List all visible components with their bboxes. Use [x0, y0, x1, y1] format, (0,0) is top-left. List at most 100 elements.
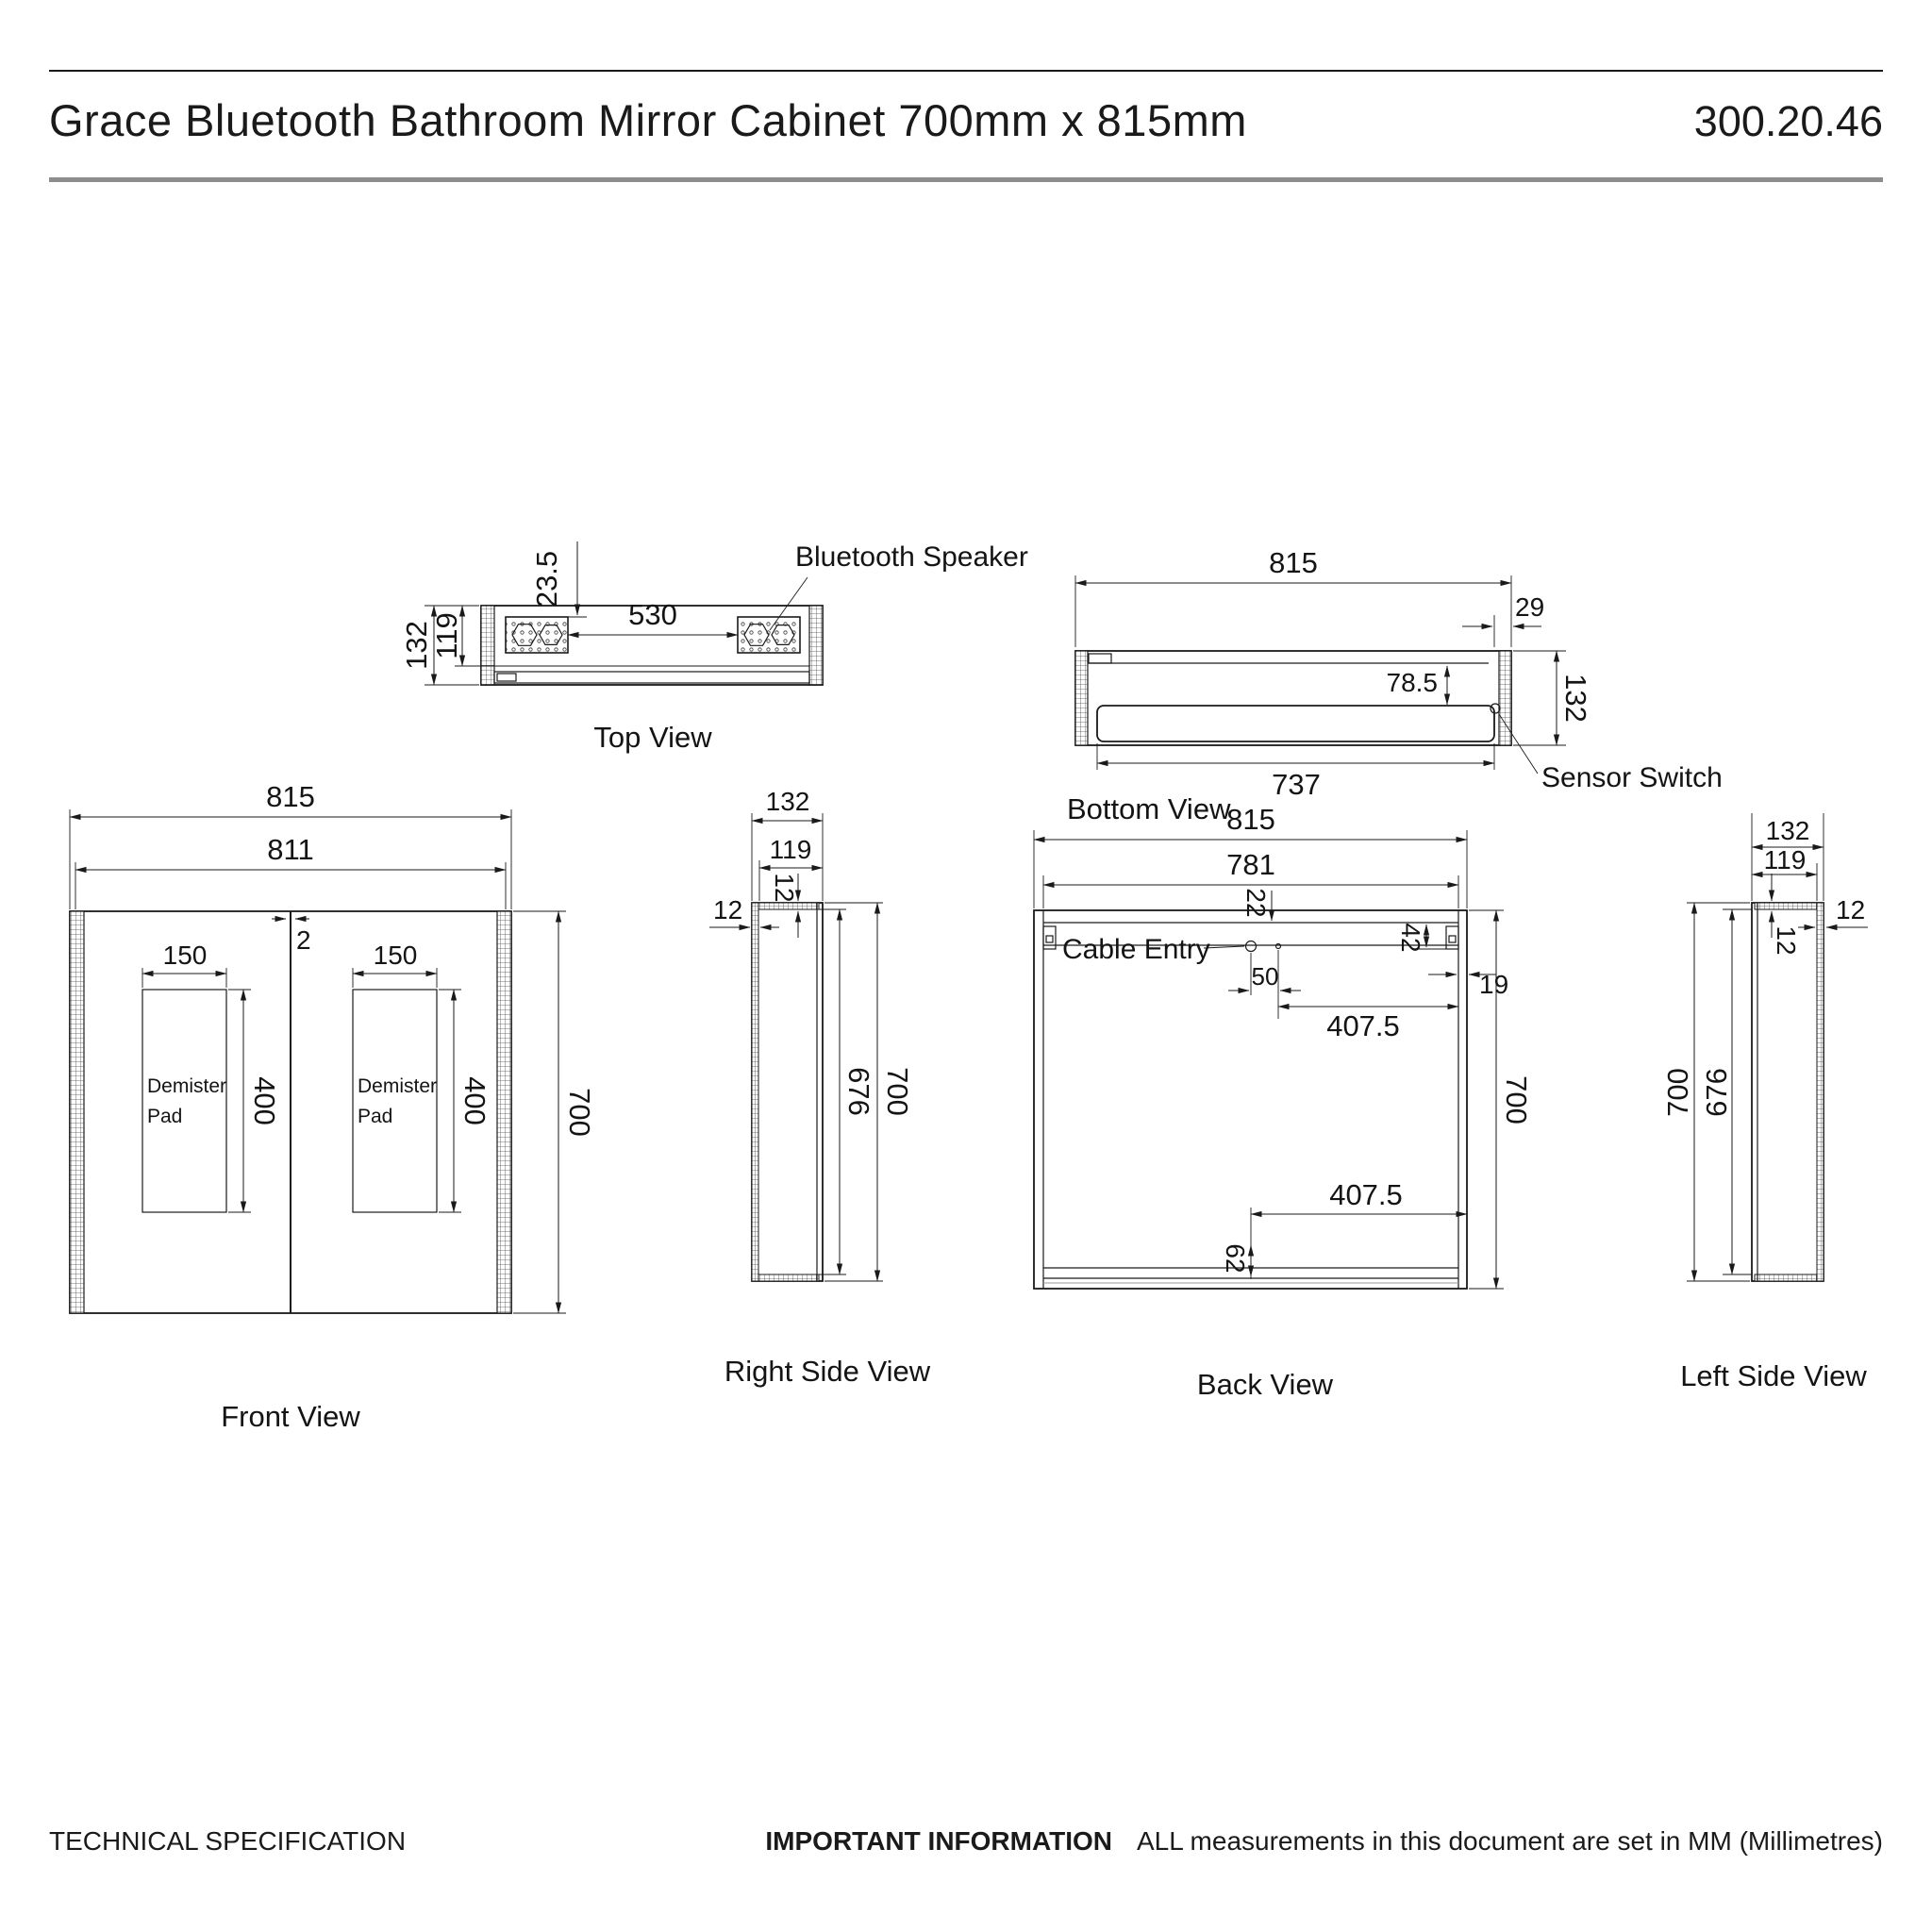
wall-bracket-left	[1042, 925, 1057, 950]
dim-pad-height-right: 400	[458, 1076, 491, 1125]
dim-rail-half-top: 407.5	[1326, 1009, 1400, 1042]
front-view-dimensions: 815 811 2 150 150 400	[69, 780, 596, 1314]
dim-bottom-depth: 132	[1559, 674, 1592, 723]
dim-left-height: 700	[1661, 1068, 1694, 1117]
demister-pad-right-label-2: Pad	[358, 1106, 392, 1127]
right-side-dimensions: 132 119 12 12 676 700	[709, 787, 914, 1282]
dim-top-depth-inner: 119	[430, 612, 463, 658]
right-side-body	[751, 902, 824, 1282]
speaker-grille-right	[737, 616, 801, 654]
dim-left-inner-height: 676	[1700, 1068, 1733, 1117]
demister-pad-right-label-1: Demister	[358, 1075, 437, 1097]
left-side-top-panel-hatch	[1754, 902, 1818, 910]
top-view-door-edge	[493, 671, 810, 684]
dim-cable-offset: 50	[1252, 962, 1279, 991]
dim-left-depth: 132	[1766, 816, 1810, 845]
front-view-right-edge-hatch	[496, 910, 512, 1314]
right-side-back-panel-hatch	[751, 902, 759, 1282]
footer-important-text: ALL measurements in this document are se…	[1137, 1826, 1883, 1856]
annotation-bluetooth-speaker: Bluetooth Speaker	[795, 541, 1028, 573]
dim-rail-half-bottom: 407.5	[1329, 1178, 1403, 1211]
back-view-dimensions: 815 781 22 50 42 19 407.5	[1033, 803, 1533, 1290]
dim-door-edge: 29	[1515, 592, 1544, 622]
dim-right-top-thickness: 12	[770, 873, 799, 902]
dim-left-side-thickness: 12	[1836, 895, 1865, 924]
back-view-label: Back View	[1197, 1368, 1334, 1401]
front-view-left-edge-hatch	[69, 910, 85, 1314]
dim-right-height: 700	[881, 1067, 914, 1116]
page-title: Grace Bluetooth Bathroom Mirror Cabinet …	[49, 95, 1247, 145]
dim-speaker-inset: 23.5	[530, 551, 563, 608]
left-side-back-panel-hatch	[1816, 902, 1824, 1282]
cable-entry-pilot-hole	[1274, 942, 1282, 950]
top-view-label: Top View	[593, 721, 712, 754]
dim-right-inner-height: 676	[842, 1067, 875, 1116]
dim-right-side-thickness: 12	[713, 895, 742, 924]
demister-pad-left	[142, 989, 227, 1213]
footer: TECHNICAL SPECIFICATION IMPORTANT INFORM…	[49, 1826, 1883, 1857]
dim-right-depth-inner: 119	[770, 835, 812, 864]
dim-left-depth-inner: 119	[1764, 845, 1807, 874]
annotation-sensor-switch: Sensor Switch	[1541, 762, 1723, 793]
dim-bottom-width: 815	[1269, 546, 1318, 579]
dim-right-depth: 132	[766, 787, 810, 816]
dim-bracket-drop: 42	[1396, 923, 1425, 952]
speaker-grille-left	[505, 616, 569, 654]
light-diffuser	[1096, 705, 1495, 742]
bottom-view: 815 29 78.5 132 737 Sensor Switch Bottom…	[1067, 546, 1723, 825]
dim-pad-width-left: 150	[163, 941, 208, 970]
dim-pad-width-right: 150	[374, 941, 418, 970]
top-view-left-end-hatch	[480, 605, 495, 686]
dim-front-width-inner: 811	[267, 833, 313, 866]
left-side-view: 132 119 12 12 700 676 Left Side View	[1661, 813, 1868, 1392]
back-view-body	[1033, 909, 1468, 1290]
right-side-bottom-panel-hatch	[758, 1274, 820, 1282]
back-view: 815 781 22 50 42 19 407.5	[1033, 803, 1533, 1401]
header: Grace Bluetooth Bathroom Mirror Cabinet …	[49, 94, 1883, 146]
dim-bottom-rail-offset: 62	[1221, 1243, 1250, 1273]
front-view: Demister Pad Demister Pad 815 811 2 150	[69, 780, 596, 1433]
dim-front-width: 815	[266, 780, 315, 813]
header-bottom-rule	[49, 177, 1883, 182]
product-code: 300.20.46	[1693, 97, 1883, 145]
demister-pad-left-label-2: Pad	[147, 1106, 182, 1127]
cable-entry-leader-line	[1203, 945, 1245, 949]
header-top-rule	[49, 70, 1883, 72]
dim-speaker-spacing: 530	[628, 598, 677, 631]
wall-bracket-right	[1445, 925, 1459, 950]
sensor-switch-marker	[1490, 703, 1501, 714]
dim-front-height: 700	[563, 1088, 596, 1137]
speaker-leader-line	[769, 576, 808, 631]
bottom-view-right-end-hatch	[1498, 650, 1512, 746]
dim-back-width: 815	[1226, 803, 1275, 836]
dim-back-width-inner: 781	[1226, 848, 1275, 881]
left-side-body	[1751, 902, 1824, 1282]
left-side-dimensions: 132 119 12 12 700 676	[1661, 813, 1868, 1282]
demister-pad-right	[352, 989, 438, 1213]
top-view: 132 119 23.5 530 Bluetooth Speaker Top V…	[400, 541, 1028, 754]
cable-entry-hole	[1244, 940, 1257, 953]
right-side-top-panel-hatch	[758, 902, 820, 910]
right-side-view: 132 119 12 12 676 700 Right Side View	[709, 787, 931, 1388]
dim-pad-height-left: 400	[248, 1076, 281, 1125]
bottom-view-label: Bottom View	[1067, 792, 1231, 825]
bottom-view-dimensions: 815 29 78.5 132 737	[1074, 546, 1592, 801]
footer-section-label: TECHNICAL SPECIFICATION	[49, 1826, 407, 1856]
right-side-view-label: Right Side View	[724, 1355, 931, 1388]
dim-top-depth: 132	[400, 621, 433, 670]
dim-sensor-inset: 78.5	[1387, 668, 1439, 697]
left-side-view-label: Left Side View	[1680, 1359, 1867, 1392]
front-view-label: Front View	[221, 1400, 360, 1433]
dim-rail-drop: 22	[1241, 888, 1271, 917]
footer-important-label: IMPORTANT INFORMATION	[765, 1826, 1112, 1856]
dim-bracket-inset: 19	[1479, 970, 1508, 999]
annotation-cable-entry: Cable Entry	[1062, 934, 1210, 965]
dim-light-width: 737	[1272, 768, 1321, 801]
top-view-dimensions: 132 119 23.5 530	[400, 541, 739, 686]
bottom-view-left-end-hatch	[1074, 650, 1089, 746]
dim-back-height: 700	[1500, 1075, 1533, 1124]
sensor-leader-line	[1498, 713, 1539, 774]
left-side-bottom-panel-hatch	[1754, 1274, 1818, 1282]
